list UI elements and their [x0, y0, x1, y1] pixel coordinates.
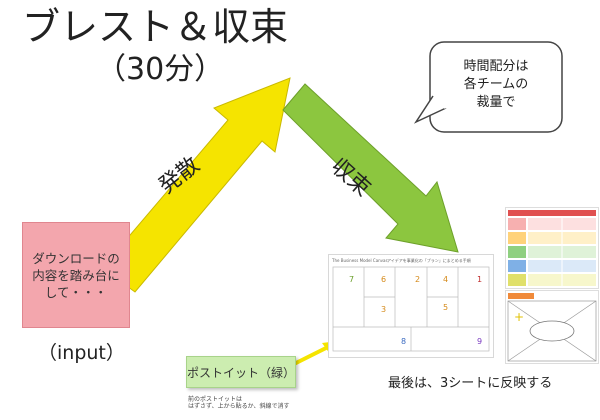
- canvas-step: 6: [381, 275, 387, 284]
- page-subtitle: （30分）: [96, 52, 225, 87]
- business-model-canvas: The Business Model Canvas アイデアを事業化の「プラン」…: [328, 254, 494, 358]
- speech-bubble-text: 時間配分は 各チームの 裁量で: [463, 59, 529, 110]
- diverge-arrow: [101, 77, 291, 293]
- input-box-text: ダウンロードの内容を踏み台にして・・・: [32, 250, 120, 300]
- canvas-subtitle: アイデアを事業化の「プラン」にまとめる手順: [387, 258, 471, 263]
- canvas-step: 4: [443, 275, 449, 284]
- diagram-sheet-thumbnail: +: [505, 290, 599, 364]
- canvas-step: 3: [381, 305, 387, 314]
- postit-note: ポストイット（緑）: [186, 356, 296, 388]
- input-box: ダウンロードの内容を踏み台にして・・・: [22, 222, 130, 328]
- sheet-grid: [508, 210, 596, 286]
- page-title: ブレスト＆収束: [22, 5, 289, 49]
- postit-instruction: 前のポストイットは はずさず、上から貼るか、斜線で消す: [188, 396, 290, 410]
- canvas-step: 1: [477, 275, 483, 284]
- canvas-step: 2: [415, 275, 421, 284]
- svg-text:+: +: [514, 310, 524, 324]
- postit-label: ポストイット（緑）: [187, 365, 296, 380]
- final-note: 最後は、3シートに反映する: [388, 376, 553, 391]
- input-label: （input）: [38, 342, 125, 364]
- converge-arrow: [282, 83, 459, 253]
- speech-bubble: [413, 41, 563, 133]
- sheet-diagram: +: [507, 293, 597, 362]
- canvas-step: 9: [477, 337, 483, 346]
- canvas-step: 7: [349, 275, 355, 284]
- canvas-step: 5: [443, 303, 449, 312]
- colored-sheet-thumbnail: [505, 207, 599, 289]
- canvas-step: 8: [401, 337, 407, 346]
- canvas-grid: [332, 266, 490, 352]
- canvas-title: The Business Model Canvas: [332, 258, 388, 263]
